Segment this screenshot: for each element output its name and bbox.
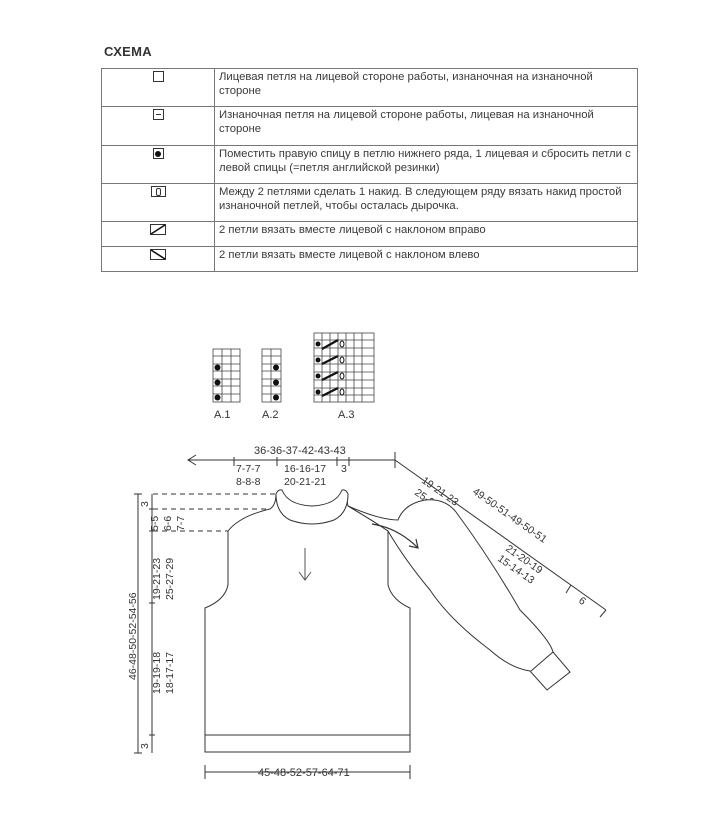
chart-a3-marks <box>315 339 345 397</box>
yoke-label-2: 25-27-29 <box>164 558 176 600</box>
legend-row: Между 2 петлями сделать 1 накид. В следу… <box>101 183 638 222</box>
body-label-2: 18-17-17 <box>164 652 176 694</box>
sweater-body <box>204 493 411 753</box>
neck-label-2: 20-21-21 <box>284 476 326 488</box>
collar <box>275 489 349 525</box>
legend-text: Между 2 петлями сделать 1 накид. В следу… <box>214 183 638 222</box>
purl-dash-icon <box>152 109 164 120</box>
legend-row: 2 петли вязать вместе лицевой с наклоном… <box>101 246 638 272</box>
k2tog-left-icon <box>150 249 166 260</box>
top-width-label: 36-36-37-42-43-43 <box>254 445 346 457</box>
legend-text: Лицевая петля на лицевой стороне работы,… <box>214 68 638 107</box>
left-dimension-line <box>134 493 155 754</box>
legend-text: 2 петли вязать вместе лицевой с наклоном… <box>214 221 638 247</box>
shoulder-label-1: 7-7-7 <box>236 463 261 475</box>
yoke-label-1: 19-21-23 <box>151 558 163 600</box>
legend-row: 2 петли вязать вместе лицевой с наклоном… <box>101 221 638 247</box>
dashed-guides <box>153 493 276 532</box>
cuff-label: 6 <box>576 595 588 608</box>
neck-drop-label-3: 7-7 <box>175 516 187 531</box>
chart-a1-label: A.1 <box>214 409 231 421</box>
sleeve-total-label: 49-50-51-49-50-51 <box>470 486 549 546</box>
k2tog-right-icon <box>150 224 166 235</box>
neck-label-1: 16-16-17 <box>284 463 326 475</box>
chart-a2-dots <box>273 364 279 401</box>
body-label-1: 19-19-18 <box>151 652 163 694</box>
legend-table: Лицевая петля на лицевой стороне работы,… <box>101 68 638 272</box>
rib-label: 3 <box>139 743 151 749</box>
chart-a3-label: A.3 <box>338 409 355 421</box>
legend-text: 2 петли вязать вместе лицевой с наклоном… <box>214 246 638 272</box>
bottom-width-line <box>204 765 411 779</box>
chart-a1-dots <box>214 364 221 401</box>
filled-dot-icon <box>152 148 164 159</box>
neck-small-label: 3 <box>341 463 347 475</box>
chart-a2-label: A.2 <box>262 409 279 421</box>
knit-square-icon <box>152 71 164 82</box>
knit-direction-arrow <box>298 548 312 581</box>
legend-row: Поместить правую спицу в петлю нижнего р… <box>101 145 638 184</box>
sleeve-direction-arrow <box>371 523 419 549</box>
legend-text: Поместить правую спицу в петлю нижнего р… <box>214 145 638 184</box>
sleeve <box>347 499 571 691</box>
bottom-width-label: 45-48-52-57-64-71 <box>258 767 350 779</box>
yarn-over-icon <box>150 186 166 197</box>
collar-label: 3 <box>139 501 151 507</box>
neck-drop-label: 5-5 <box>149 516 161 531</box>
legend-row: Лицевая петля на лицевой стороне работы,… <box>101 68 638 107</box>
neck-drop-label-2: 6-6 <box>162 516 174 531</box>
body-total-label: 46-48-50-52-54-56 <box>127 592 139 680</box>
sleeve-dimension-line <box>394 459 607 618</box>
chart-a2-grid <box>261 348 282 403</box>
chart-a1-grid <box>212 348 241 403</box>
legend-title: СХЕМА <box>104 44 152 59</box>
shoulder-label-2: 8-8-8 <box>236 476 261 488</box>
